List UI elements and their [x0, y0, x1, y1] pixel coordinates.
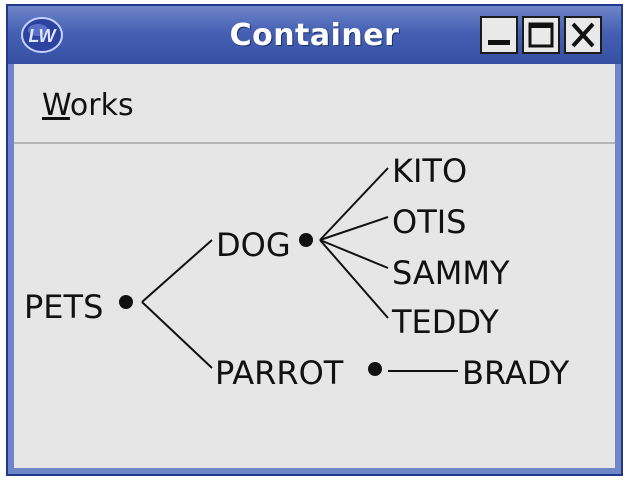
node-sammy[interactable]: SAMMY: [392, 254, 510, 292]
title-bar[interactable]: LW Container: [8, 6, 621, 64]
node-dot-dog: [299, 233, 313, 247]
maximize-icon: [528, 22, 554, 48]
node-brady[interactable]: BRADY: [462, 354, 570, 392]
node-otis[interactable]: OTIS: [392, 203, 466, 241]
edge-dog-otis: [319, 216, 389, 241]
node-kito[interactable]: KITO: [392, 152, 467, 190]
minimize-icon: [488, 40, 510, 45]
node-teddy[interactable]: TEDDY: [391, 303, 499, 341]
app-window: LW Container Works: [6, 4, 623, 476]
edge-dog-sammy: [319, 239, 389, 269]
tree-view: PETS DOG PARROT KITO OTIS SAMMY TEDDY BR…: [14, 144, 615, 468]
edge-dog-kito: [319, 167, 389, 241]
edge-pets-parrot: [141, 301, 213, 369]
minimize-button[interactable]: [480, 16, 518, 54]
close-icon: [571, 22, 595, 48]
node-dog[interactable]: DOG: [216, 226, 291, 264]
edge-dog-teddy: [319, 239, 389, 319]
window-content: Works PETS DOG PARROT KITO: [14, 64, 615, 468]
node-pets[interactable]: PETS: [24, 288, 103, 326]
node-dot-pets: [119, 295, 133, 309]
app-logo-icon[interactable]: LW: [20, 15, 64, 55]
close-button[interactable]: [564, 16, 602, 54]
menu-works-label: orks: [69, 88, 134, 123]
node-dot-parrot: [368, 362, 382, 376]
node-parrot[interactable]: PARROT: [215, 354, 344, 392]
edge-pets-dog: [141, 239, 213, 303]
window-title: Container: [229, 18, 400, 53]
menu-bar: Works: [14, 64, 615, 144]
menu-works-mnemonic: W: [42, 88, 70, 123]
maximize-button[interactable]: [522, 16, 560, 54]
logo-text: LW: [29, 26, 58, 46]
menu-works[interactable]: Works: [42, 88, 134, 123]
